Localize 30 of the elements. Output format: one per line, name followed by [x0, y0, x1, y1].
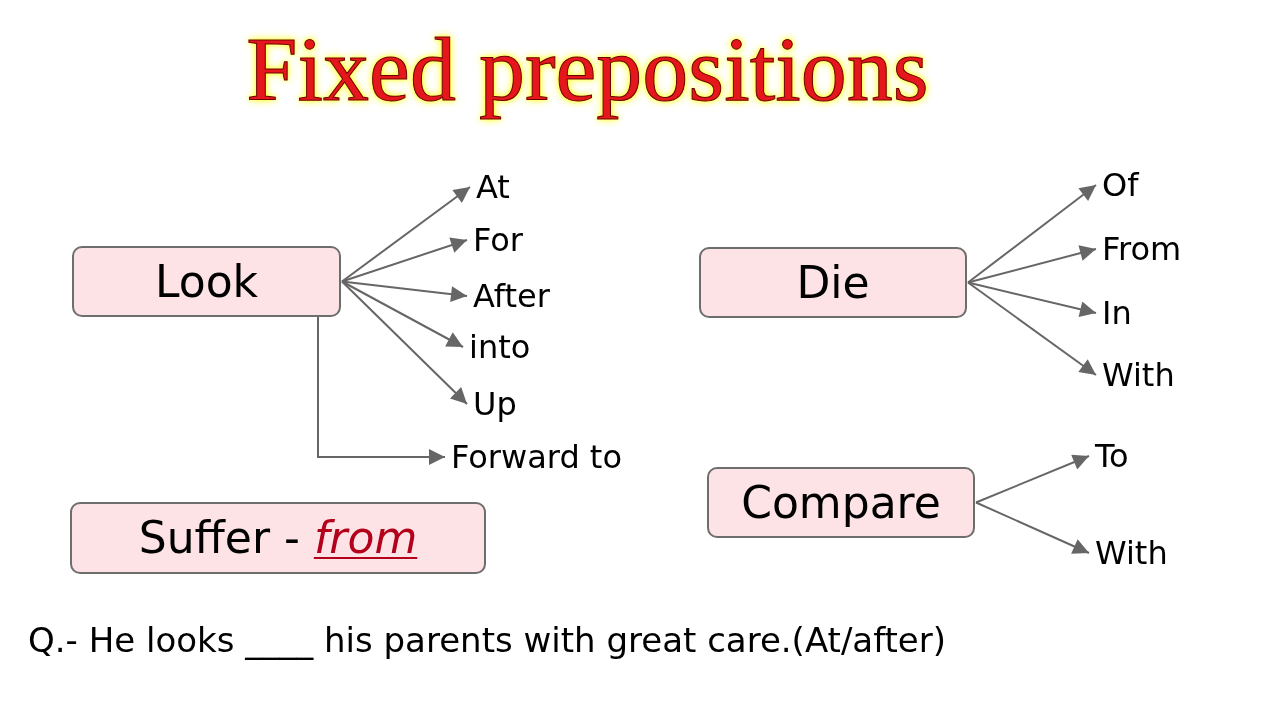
arrow [341, 280, 464, 348]
verb-box: Die [699, 247, 967, 318]
arrow [967, 281, 1097, 318]
arrow [341, 237, 468, 283]
preposition-text: From [1102, 228, 1182, 270]
preposition-text: Of [1102, 164, 1139, 206]
preposition-text: In [1102, 292, 1132, 334]
verb-box: Compare [707, 467, 975, 538]
preposition-text: With [1095, 532, 1168, 574]
preposition-text: At [476, 166, 510, 208]
question-text: Q.- He looks ____ his parents with great care.(At/after) [28, 619, 947, 662]
arrow [967, 245, 1097, 284]
arrow [341, 280, 468, 303]
arrow [317, 316, 446, 465]
verb-box: Look [72, 246, 341, 317]
arrow [975, 501, 1090, 554]
preposition-text: With [1102, 354, 1175, 396]
verb-box: Suffer - from [70, 502, 486, 574]
title: Fixed prepositions [246, 17, 929, 122]
arrow [967, 281, 1097, 376]
preposition-text: Forward to [451, 436, 622, 478]
preposition-text: After [473, 275, 550, 317]
preposition-text: To [1095, 435, 1129, 477]
arrow [341, 186, 471, 283]
arrow [967, 184, 1097, 284]
arrow [975, 454, 1090, 504]
preposition-text: into [469, 326, 531, 368]
preposition-text: For [473, 219, 523, 261]
arrow [341, 280, 468, 405]
preposition-text: Up [473, 383, 517, 425]
